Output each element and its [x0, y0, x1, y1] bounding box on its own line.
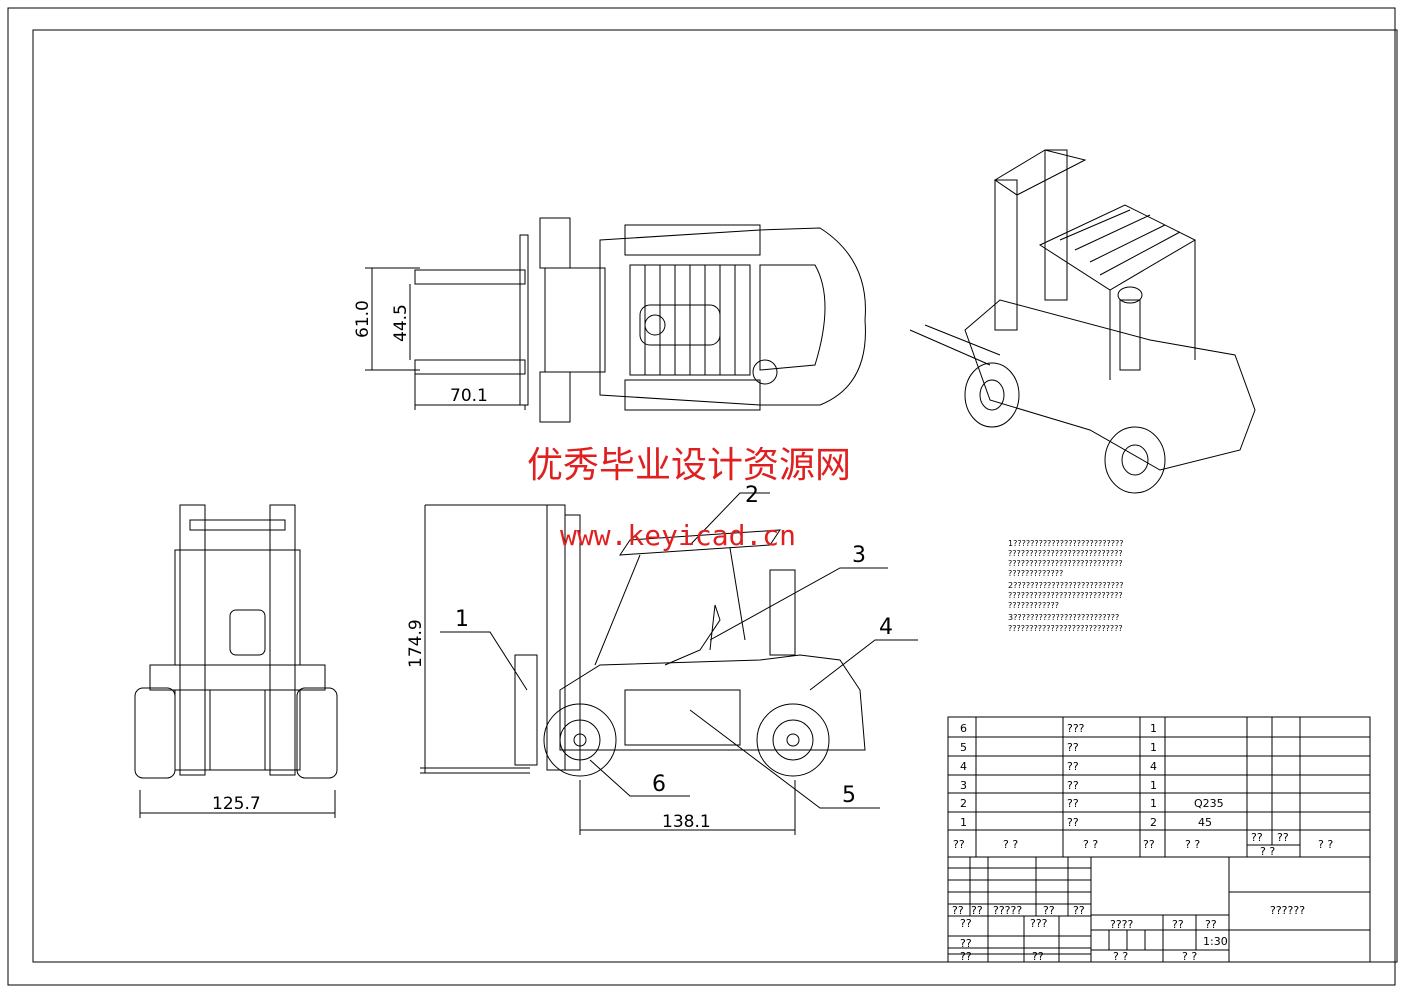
scale: 1:30 [1203, 935, 1228, 948]
svg-text:? ?: ? ? [1113, 950, 1128, 963]
svg-text:? ?: ? ? [1182, 950, 1197, 963]
dim-top-width-outer: 61.0 [353, 300, 373, 338]
dim-height: 174.9 [406, 619, 426, 668]
top-view [365, 217, 866, 423]
svg-text:2??????????????????????????: 2?????????????????????????? [1008, 581, 1124, 590]
svg-text:??: ?? [1067, 760, 1079, 773]
svg-text:??: ?? [1067, 741, 1079, 754]
svg-text:? ?: ? ? [1318, 838, 1333, 851]
dim-top-width-inner: 44.5 [391, 304, 411, 342]
svg-text:4: 4 [1150, 760, 1157, 773]
svg-text:1??????????????????????????: 1?????????????????????????? [1008, 539, 1124, 548]
technical-notes: 1?????????????????????????? ????????????… [1008, 539, 1124, 633]
svg-text:6: 6 [960, 722, 967, 735]
svg-text:45: 45 [1198, 816, 1212, 829]
svg-text:??: ?? [1043, 904, 1055, 917]
svg-text:??: ?? [960, 950, 972, 963]
svg-text:4: 4 [960, 760, 967, 773]
balloon-2: 2 [745, 483, 759, 508]
svg-text:??: ?? [953, 838, 965, 851]
svg-text:5: 5 [960, 741, 967, 754]
bom-table [947, 716, 1371, 963]
side-view [420, 492, 918, 835]
svg-text:??: ?? [960, 937, 972, 950]
balloon-3: 3 [852, 543, 866, 568]
svg-text:2: 2 [1150, 816, 1157, 829]
svg-text:???????????????????????????: ??????????????????????????? [1008, 549, 1123, 558]
svg-text:1: 1 [1150, 741, 1157, 754]
dim-wheelbase: 138.1 [662, 812, 711, 832]
svg-text:3: 3 [960, 779, 967, 792]
svg-text:? ?: ? ? [1260, 845, 1275, 858]
svg-text:??: ?? [952, 904, 964, 917]
dim-fork-length: 70.1 [450, 386, 488, 406]
watermark-title: 优秀毕业设计资源网 [527, 445, 851, 486]
svg-text:??: ?? [1067, 816, 1079, 829]
svg-text:??: ?? [1143, 838, 1155, 851]
svg-text:???????????????????????????: ??????????????????????????? [1008, 624, 1123, 633]
svg-text:?????: ????? [993, 904, 1022, 917]
svg-text:??: ?? [1067, 797, 1079, 810]
svg-text:3?????????????????????????: 3????????????????????????? [1008, 613, 1119, 622]
svg-text:? ?: ? ? [1003, 838, 1018, 851]
svg-text:Q235: Q235 [1194, 797, 1224, 810]
isometric-view [909, 149, 1256, 494]
balloon-6: 6 [652, 772, 666, 797]
svg-text:??: ?? [1073, 904, 1085, 917]
drawing-title: ?????? [1270, 904, 1305, 917]
svg-text:???????????????????????????: ??????????????????????????? [1008, 559, 1123, 568]
svg-text:2: 2 [960, 797, 967, 810]
svg-text:??: ?? [960, 917, 972, 930]
watermark-url: www.keyicad.cn [560, 519, 796, 552]
balloon-1: 1 [455, 607, 469, 632]
svg-text:1: 1 [1150, 797, 1157, 810]
svg-text:??: ?? [1205, 918, 1217, 931]
svg-text:????????????: ???????????? [1008, 601, 1059, 610]
svg-text:1: 1 [1150, 779, 1157, 792]
outer-border [7, 7, 1396, 986]
svg-text:??: ?? [1067, 779, 1079, 792]
balloon-4: 4 [879, 615, 893, 640]
dim-track-width: 125.7 [212, 794, 261, 814]
svg-text:1: 1 [1150, 722, 1157, 735]
svg-text:??: ?? [1172, 918, 1184, 931]
svg-text:???: ??? [1030, 917, 1048, 930]
svg-text:??: ?? [1032, 950, 1044, 963]
front-view [134, 504, 338, 818]
svg-text:???: ??? [1067, 722, 1085, 735]
svg-text:??: ?? [1251, 831, 1263, 844]
balloon-5: 5 [842, 783, 856, 808]
svg-text:???????????????????????????: ??????????????????????????? [1008, 591, 1123, 600]
svg-text:?????????????: ????????????? [1008, 569, 1063, 578]
svg-text:? ?: ? ? [1185, 838, 1200, 851]
svg-text:??: ?? [971, 904, 983, 917]
svg-text:1: 1 [960, 816, 967, 829]
svg-text:??: ?? [1277, 831, 1289, 844]
svg-text:? ?: ? ? [1083, 838, 1098, 851]
title-block: ?????? ?? ?? ????? ?? ?? ?? ??? ?? ?? ??… [952, 904, 1305, 963]
svg-text:????: ???? [1110, 918, 1134, 931]
inner-frame [32, 29, 1398, 963]
